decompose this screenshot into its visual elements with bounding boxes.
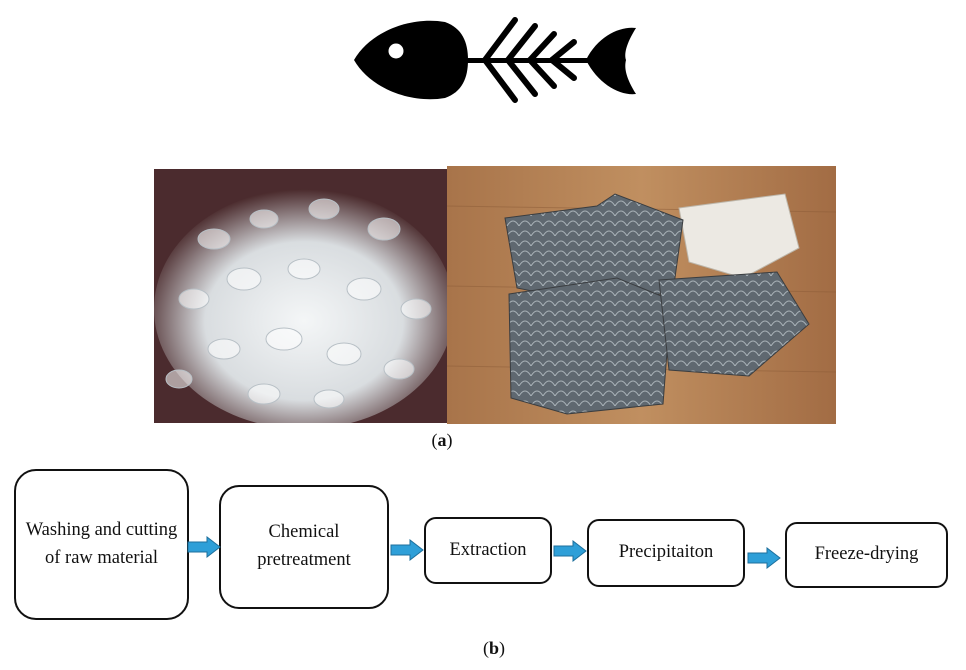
arrow-right-icon <box>747 547 781 569</box>
step-extraction: Extraction <box>424 517 552 584</box>
arrow-right-icon <box>553 540 587 562</box>
arrow-right-icon <box>390 539 424 561</box>
fish-scales-photo <box>154 169 447 423</box>
step-freeze-drying: Freeze-drying <box>785 522 948 588</box>
step-washing-cutting: Washing and cutting of raw material <box>14 469 189 620</box>
arrow-right-icon <box>187 536 221 558</box>
fish-skeleton-icon <box>354 17 636 103</box>
caption-b: (b) <box>482 638 505 658</box>
fish-skin-photo <box>447 166 836 424</box>
caption-a: (a) <box>431 430 453 450</box>
step-chemical-pretreatment: Chemical pretreatment <box>219 485 389 609</box>
step-precipitation: Precipitaiton <box>587 519 745 587</box>
